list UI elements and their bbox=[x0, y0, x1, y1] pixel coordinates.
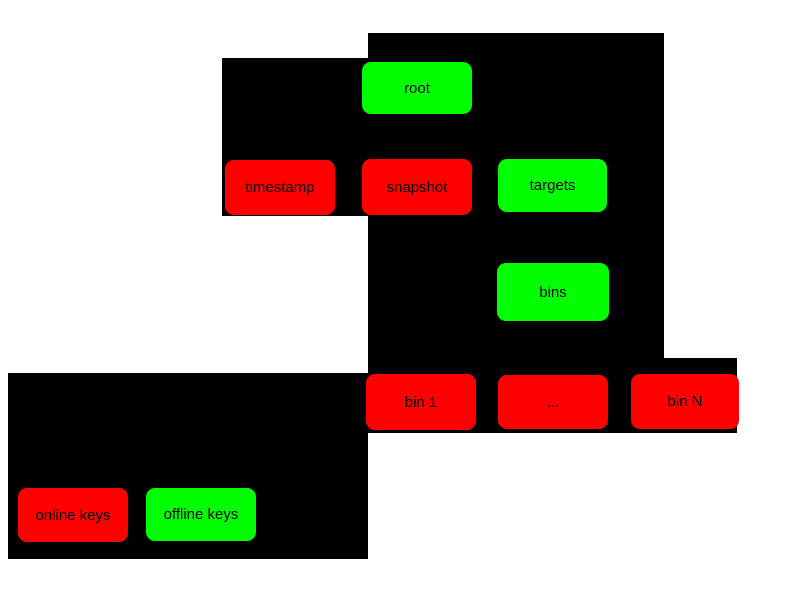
node-online-keys: online keys bbox=[18, 488, 128, 542]
node-offline-keys: offline keys bbox=[146, 488, 256, 541]
node-offline-keys-label: offline keys bbox=[163, 506, 239, 523]
node-bins: bins bbox=[497, 263, 609, 321]
node-targets: targets bbox=[498, 159, 607, 212]
node-snapshot-label: snapshot bbox=[386, 178, 448, 196]
node-bin-n: bin N bbox=[631, 374, 739, 429]
node-bin-ellipsis-label: ... bbox=[546, 393, 560, 411]
node-root: root bbox=[362, 62, 472, 114]
node-online-keys-label: online keys bbox=[35, 506, 111, 524]
node-root-label: root bbox=[404, 79, 430, 97]
node-bins-label: bins bbox=[539, 283, 567, 301]
node-timestamp: timestamp bbox=[225, 160, 335, 215]
node-targets-label: targets bbox=[529, 177, 576, 194]
node-bin-ellipsis: ... bbox=[498, 375, 608, 429]
node-bin-1: bin 1 bbox=[366, 374, 476, 430]
node-bin-n-label: bin N bbox=[667, 393, 703, 410]
node-bin-1-label: bin 1 bbox=[404, 393, 438, 411]
node-snapshot: snapshot bbox=[362, 159, 472, 215]
node-timestamp-label: timestamp bbox=[245, 179, 315, 196]
